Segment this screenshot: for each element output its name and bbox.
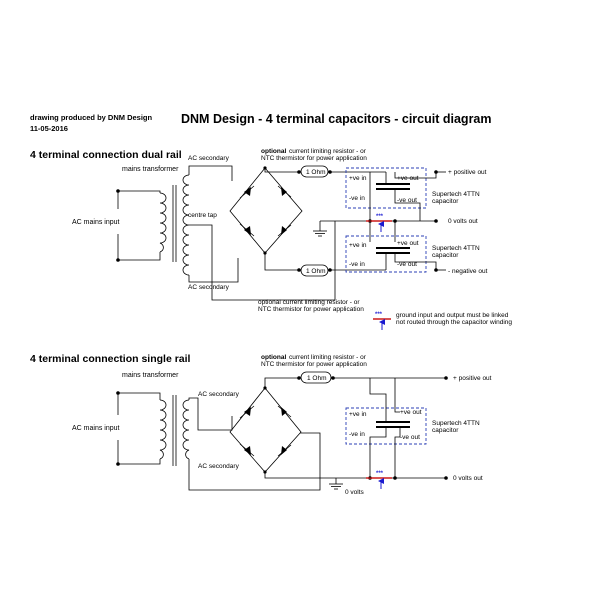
single-optional-bold: optional — [261, 354, 286, 361]
optional-top-rest: current limiting resistor - or — [289, 148, 367, 155]
cap-top-ve-in-pos: +ve in — [349, 175, 367, 182]
credit-text: drawing produced by DNM Design — [30, 113, 153, 122]
cap-top-ve-out-pos: +ve out — [397, 175, 419, 182]
optional-top-bold: optional — [261, 148, 286, 155]
single-optional-line2: NTC thermistor for power application — [261, 361, 367, 368]
cap-bottom-ve-in-pos: +ve in — [349, 242, 367, 249]
cap-top-ve-out-neg: -ve out — [397, 197, 417, 204]
resistor-bottom — [300, 264, 329, 277]
resistor-bottom-label: 1 Ohm — [306, 268, 326, 275]
single-positive-out: + positive out — [453, 375, 492, 382]
ground-note: *** ground input and output must be link… — [373, 312, 512, 330]
dual-rail-section: 4 terminal connection dual rail mains tr… — [30, 148, 512, 330]
optional-bottom-line2: NTC thermistor for power application — [258, 306, 364, 313]
single-resistor-label: 1 Ohm — [307, 375, 327, 382]
single-cap-name2: capacitor — [432, 427, 459, 434]
capacitor-bottom: +ve in +ve out -ve in -ve out Supertech … — [345, 221, 480, 273]
ac-input-wiring — [116, 189, 161, 262]
single-cap-ve-in-neg: -ve in — [349, 431, 365, 438]
page-title: DNM Design - 4 terminal capacitors - cir… — [181, 112, 492, 126]
ac-secondary-bottom-label: AC secondary — [188, 284, 230, 291]
bridge-rectifier-dual — [229, 166, 303, 255]
cap-top-name1: Supertech 4TTN — [432, 191, 480, 198]
ground-mark-dual: *** — [376, 214, 384, 220]
single-cap-ve-out-pos: +ve out — [400, 409, 422, 416]
single-capacitor: +ve in +ve out -ve in -ve out Supertech … — [345, 378, 480, 478]
single-cap-ve-in-pos: +ve in — [349, 411, 367, 418]
dual-rail-heading: 4 terminal connection dual rail — [30, 149, 182, 161]
ac-mains-input-label: AC mains input — [72, 219, 120, 226]
single-zero-volts: 0 volts — [345, 489, 365, 496]
cap-top-ve-in-neg: -ve in — [349, 195, 365, 202]
single-rail-heading: 4 terminal connection single rail — [30, 353, 191, 365]
cap-bottom-ve-out-neg: -ve out — [397, 261, 417, 268]
optional-top-line2: NTC thermistor for power application — [261, 155, 367, 162]
resistor-top-label: 1 Ohm — [306, 169, 326, 176]
single-cap-name1: Supertech 4TTN — [432, 420, 480, 427]
capacitor-top: +ve in +ve out -ve in -ve out Supertech … — [345, 167, 480, 221]
resistor-top — [300, 165, 329, 178]
centre-tap-label: centre tap — [188, 212, 217, 219]
positive-out-label: + positive out — [448, 169, 487, 176]
single-ac-secondary-bottom: AC secondary — [198, 463, 240, 470]
note-line2: not routed through the capacitor winding — [396, 319, 512, 326]
single-zero-volts-out: 0 volts out — [453, 475, 483, 482]
zero-volts-out-label: 0 volts out — [448, 218, 478, 225]
single-ac-mains-input-label: AC mains input — [72, 425, 120, 432]
note-mark: *** — [375, 312, 383, 318]
ac-secondary-top-label: AC secondary — [188, 155, 230, 162]
cap-bottom-ve-out-pos: +ve out — [397, 240, 419, 247]
negative-out-label: - negative out — [448, 268, 488, 275]
single-mains-transformer-label: mains transformer — [122, 372, 179, 379]
secondary-coil — [182, 174, 190, 276]
single-cap-ve-out-neg: -ve out — [400, 434, 420, 441]
single-optional-rest: current limiting resistor - or — [289, 354, 367, 361]
single-ac-secondary-top: AC secondary — [198, 391, 240, 398]
single-secondary-coil — [182, 399, 190, 460]
single-ground-mark: *** — [376, 471, 384, 477]
mains-transformer-label: mains transformer — [122, 166, 179, 173]
bridge-rectifier-single — [229, 386, 302, 474]
cap-bottom-name2: capacitor — [432, 252, 459, 259]
single-primary-coil — [159, 399, 167, 460]
cap-bottom-ve-in-neg: -ve in — [349, 261, 365, 268]
optional-bottom-line1: optional current limiting resistor - or — [258, 299, 360, 306]
cap-bottom-name1: Supertech 4TTN — [432, 245, 480, 252]
cap-top-name2: capacitor — [432, 198, 459, 205]
date-text: 11-05-2016 — [30, 124, 68, 133]
note-line1: ground input and output must be linked — [396, 312, 509, 319]
primary-coil — [159, 192, 167, 253]
single-resistor — [300, 371, 332, 384]
single-rail-section: 4 terminal connection single rail mains … — [30, 353, 492, 496]
